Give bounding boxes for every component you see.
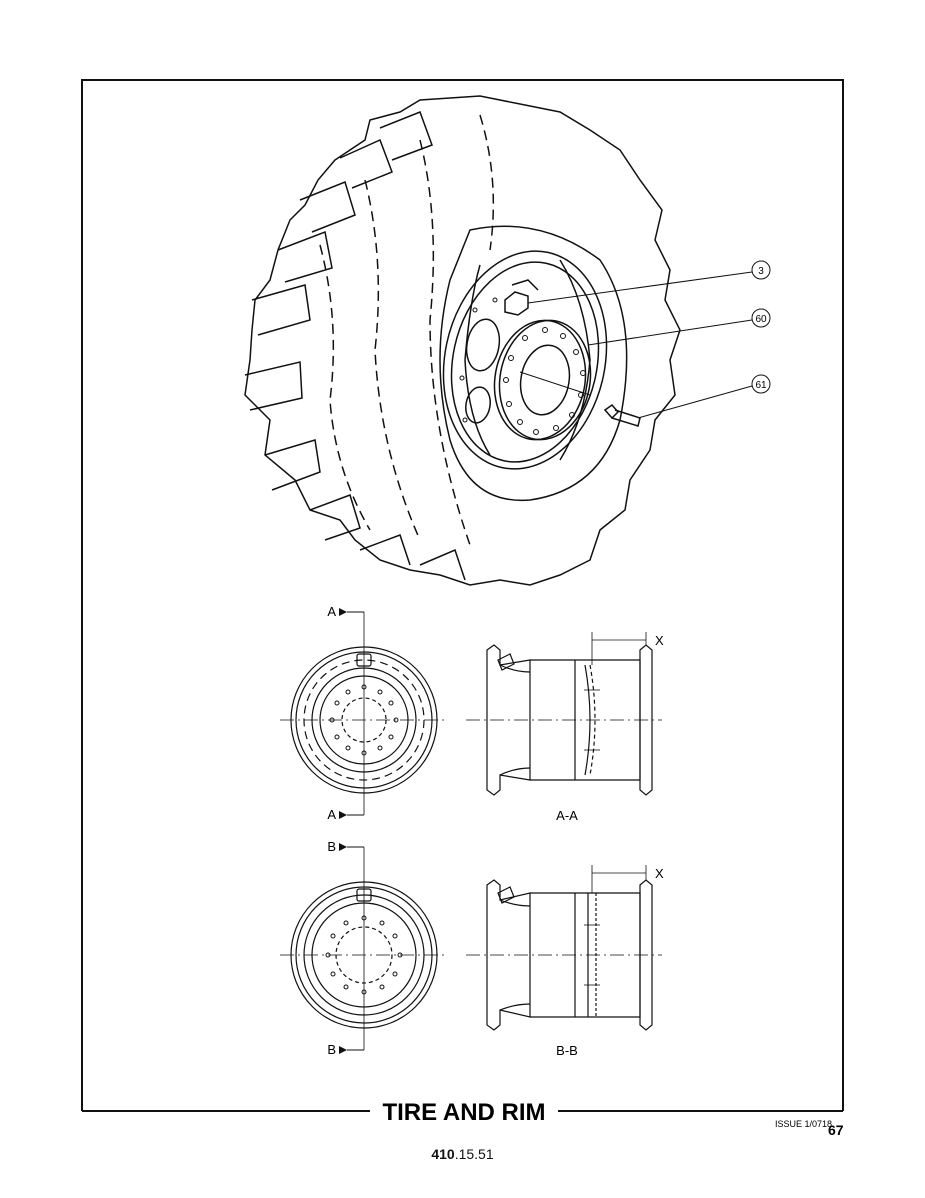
page-number: 67 xyxy=(828,1122,844,1138)
section-b-bottom-label: B xyxy=(327,1042,336,1057)
callout-3: 3 xyxy=(751,260,771,280)
part-number: 410.15.51 xyxy=(431,1146,494,1162)
callout-60: 60 xyxy=(751,308,771,328)
page-frame xyxy=(81,79,844,1111)
rim-section-view-b-b xyxy=(466,865,662,1031)
section-b-top-label: B xyxy=(327,839,336,854)
svg-text:61: 61 xyxy=(755,380,767,391)
rim-section-view-a-a xyxy=(466,632,662,796)
section-a-bottom-label: A xyxy=(327,807,336,822)
rim-front-view-b xyxy=(280,847,448,1050)
tire-illustration xyxy=(244,95,753,586)
issue-date: ISSUE 1/0718 xyxy=(775,1119,832,1129)
section-b-b-label: B-B xyxy=(556,1043,578,1058)
page-title: TIRE AND RIM xyxy=(382,1099,545,1126)
svg-text:60: 60 xyxy=(755,314,767,325)
callout-61: 61 xyxy=(751,374,771,394)
svg-text:3: 3 xyxy=(758,266,764,277)
dimension-x-a: X xyxy=(655,633,664,648)
rim-front-view-a xyxy=(280,612,448,815)
section-a-top-label: A xyxy=(327,604,336,619)
section-a-a-label: A-A xyxy=(556,808,578,823)
dimension-x-b: X xyxy=(655,866,664,881)
